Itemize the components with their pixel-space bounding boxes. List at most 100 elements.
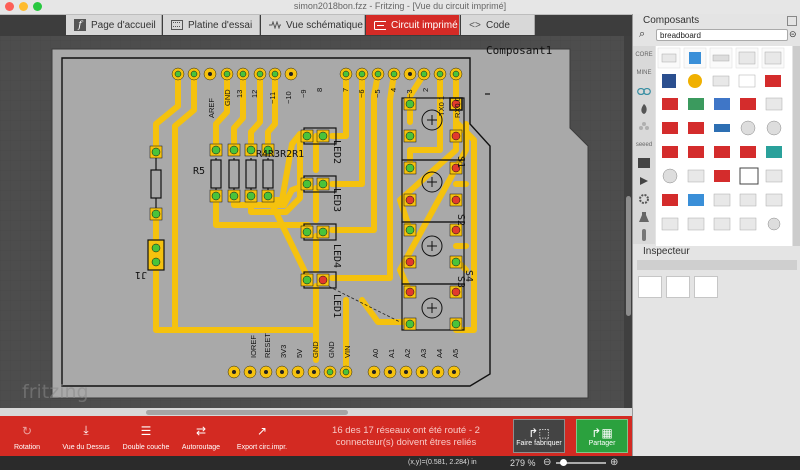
- component-pads: [149, 70, 463, 376]
- export-pcb-button[interactable]: ↗ Export circ.impr.: [232, 416, 292, 456]
- s2-label: S2: [455, 214, 466, 226]
- parts-search-input[interactable]: breadboard: [656, 29, 788, 41]
- bin-adafruit-icon[interactable]: [633, 118, 655, 136]
- rotate-button[interactable]: ↻ Rotation: [6, 416, 48, 456]
- header-bottom-right: [367, 365, 461, 379]
- view-from-above-label: Vue du Dessus: [62, 444, 110, 451]
- pin-label-tx0: TX0 1: [437, 96, 446, 116]
- zoom-in-icon[interactable]: ⊕: [610, 457, 619, 468]
- pin-label-aref: AREF: [207, 98, 216, 118]
- bin-flask-icon[interactable]: [633, 208, 655, 226]
- view-tab-bar: f Page d'accueil Platine d'essai Vue sch…: [0, 15, 632, 36]
- tab-schematic[interactable]: Vue schématique: [261, 15, 365, 35]
- magnifier-icon[interactable]: ⌕: [639, 28, 646, 40]
- tab-pcb-label: Circuit imprimé: [391, 19, 458, 31]
- canvas-horizontal-scrollbar[interactable]: [0, 408, 632, 416]
- tab-breadboard-label: Platine d'essai: [188, 19, 253, 31]
- tab-pcb[interactable]: Circuit imprimé: [366, 15, 460, 35]
- panel-close-icon[interactable]: [787, 16, 797, 26]
- pcb-drawing: Composant1 R5 R4R3R2R1 J1 LED2 LED3 LED4…: [0, 36, 632, 408]
- autoroute-icon: ⇄: [195, 424, 207, 438]
- pin-label-3v3: 3V3: [279, 345, 288, 358]
- pin-label-reset: RESET: [263, 333, 272, 358]
- double-layer-icon: ☰: [140, 424, 152, 438]
- zoom-slider[interactable]: [556, 462, 606, 464]
- double-layer-button[interactable]: ☰ Double couche: [118, 416, 174, 456]
- zoom-window-button[interactable]: [33, 2, 42, 11]
- bin-mine[interactable]: MINE: [636, 70, 652, 76]
- zoom-level: 279 %: [510, 458, 536, 468]
- parts-thumbnails[interactable]: [656, 46, 792, 246]
- bin-core[interactable]: CORE: [635, 52, 653, 58]
- status-bar: (x,y)=(0.581, 2.284) in 279 % ⊖ ⊕: [0, 456, 800, 470]
- vertical-scroll-thumb[interactable]: [626, 196, 631, 316]
- tab-code[interactable]: <> Code: [461, 15, 535, 35]
- pin-label-a3: A3: [419, 349, 428, 358]
- pin-label-13: 13: [235, 90, 244, 98]
- schematic-wave-icon: [269, 19, 281, 31]
- share-button[interactable]: ↱▦ Partager: [576, 419, 628, 453]
- autoroute-label: Autoroutage: [181, 444, 221, 451]
- s1-label: S1: [455, 156, 466, 168]
- minimize-window-button[interactable]: [19, 2, 28, 11]
- switch-crosses: [421, 109, 443, 319]
- tab-code-label: Code: [486, 19, 510, 31]
- horizontal-scroll-thumb[interactable]: [146, 410, 348, 415]
- pin-label-7: 7: [341, 88, 350, 92]
- bin-intel-icon[interactable]: [633, 154, 655, 172]
- tab-breadboard[interactable]: Platine d'essai: [163, 15, 260, 35]
- pin-label-6: ~6: [357, 89, 366, 98]
- bin-gear-icon[interactable]: [633, 190, 655, 208]
- export-label: Export circ.impr.: [236, 444, 288, 451]
- tab-welcome[interactable]: f Page d'accueil: [66, 15, 162, 35]
- pin-label-8: 8: [315, 88, 324, 92]
- r5-label: R5: [193, 166, 205, 177]
- canvas-vertical-scrollbar[interactable]: [624, 36, 632, 408]
- zoom-slider-handle[interactable]: [560, 459, 567, 466]
- pin-label-2: 2: [421, 88, 430, 92]
- double-layer-label: Double couche: [122, 444, 170, 451]
- fabricate-label: Faire fabriquer: [516, 439, 562, 447]
- bin-seeed[interactable]: seeed: [635, 142, 653, 148]
- selected-pad: [449, 97, 463, 111]
- pin-label-10: ~10: [284, 91, 293, 104]
- fabricate-button[interactable]: ↱⬚ Faire fabriquer: [513, 419, 565, 453]
- tab-welcome-label: Page d'accueil: [91, 19, 156, 31]
- window-controls: [5, 2, 42, 11]
- led3-label: LED3: [331, 188, 342, 212]
- header-pin-labels: AREF GND 13 12 ~11 ~10 ~9 8 7 ~6 ~5 4 ~3…: [207, 88, 462, 358]
- inspector-image-pcb: [694, 276, 718, 298]
- pin-label-12: 12: [250, 90, 259, 98]
- zoom-out-icon[interactable]: ⊖: [543, 457, 552, 468]
- inspector-title: Inspecteur: [643, 246, 690, 257]
- parts-search-row: ⌕ breadboard ⊝: [633, 27, 800, 45]
- breadboard-icon: [171, 19, 183, 31]
- led4-label: LED4: [331, 244, 342, 268]
- inspector-image-breadboard: [638, 276, 662, 298]
- bin-temp-icon[interactable]: [633, 226, 655, 244]
- resistor-r5: [150, 158, 162, 208]
- close-window-button[interactable]: [5, 2, 14, 11]
- fritzing-f-icon: f: [74, 19, 86, 31]
- parts-grid: [656, 46, 792, 246]
- bin-play-icon[interactable]: [633, 172, 655, 190]
- search-clear-icon[interactable]: ⊝: [789, 29, 797, 39]
- led2-label: LED2: [331, 140, 342, 164]
- pin-label-9: ~9: [299, 89, 308, 98]
- bin-sparkfun-icon[interactable]: [633, 100, 655, 118]
- bin-arduino-icon[interactable]: [633, 82, 655, 100]
- autoroute-button[interactable]: ⇄ Autoroutage: [178, 416, 224, 456]
- routing-status-text: 16 des 17 réseaux ont été routé - 2 conn…: [332, 425, 480, 448]
- share-label: Partager: [588, 439, 616, 447]
- resistors-label: R4R3R2R1: [256, 149, 304, 160]
- inspector-header-bar: [637, 260, 797, 270]
- fritzing-watermark: fritzing: [22, 381, 89, 403]
- view-from-above-button[interactable]: ⤓ Vue du Dessus: [58, 416, 114, 456]
- pin-label-gnd-2: GND: [327, 341, 336, 358]
- pcb-canvas[interactable]: Composant1 R5 R4R3R2R1 J1 LED2 LED3 LED4…: [0, 36, 632, 408]
- s3-label: S3: [455, 276, 466, 288]
- rotate-label: Rotation: [13, 444, 41, 451]
- parts-scrollbar[interactable]: [793, 46, 800, 246]
- s4-label: S4: [463, 270, 474, 282]
- pin-label-a1: A1: [387, 349, 396, 358]
